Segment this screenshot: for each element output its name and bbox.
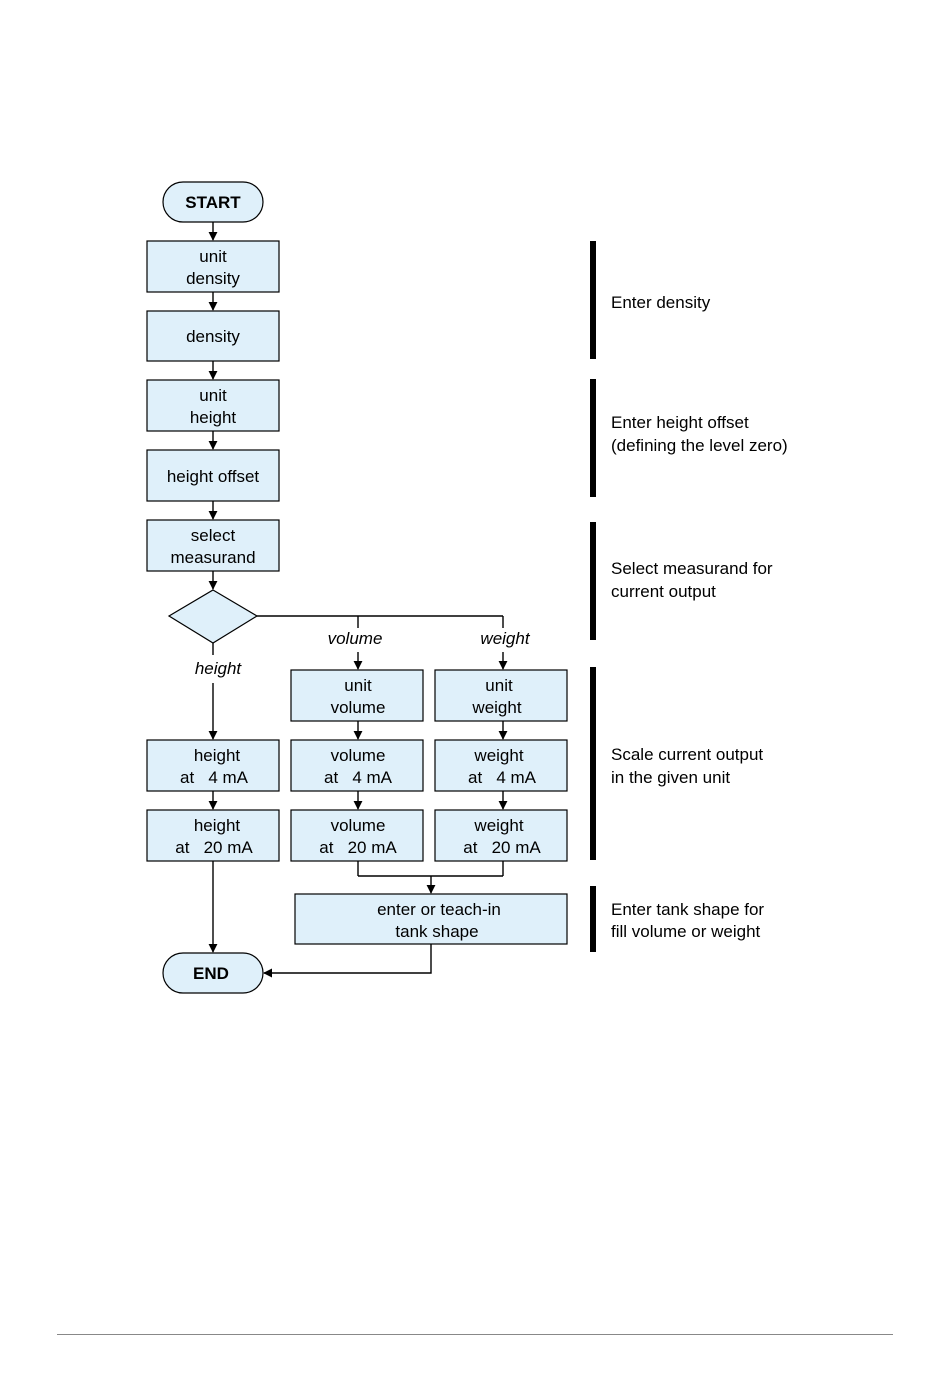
step-weight-20ma: weight at 20 mA [434,809,568,862]
annotation-measurand-line2: current output [611,582,716,601]
step-volume-20ma-line2: at 20 mA [319,838,397,857]
annotation-scale-output-line2: in the given unit [611,768,730,787]
annotation-bar-density [590,241,596,359]
measurand-decision [167,589,259,644]
step-volume-4ma-line1: volume [331,746,386,765]
step-unit-volume-line2: volume [331,698,386,717]
step-unit-density-line2: density [186,269,240,288]
end-terminator: END [162,952,264,994]
step-weight-4ma: weight at 4 mA [434,739,568,792]
step-unit-weight-line1: unit [485,676,513,695]
step-weight-4ma-line2: at 4 mA [468,768,537,787]
step-unit-height: unit height [146,379,280,432]
step-tank-shape: enter or teach-in tank shape [294,893,568,945]
step-unit-weight: unit weight [434,669,568,722]
step-unit-volume: unit volume [290,669,424,722]
step-height-4ma-line2: at 4 mA [180,768,249,787]
annotation-tank-shape-line2: fill volume or weight [611,922,761,941]
step-height-20ma-line2: at 20 mA [175,838,253,857]
step-select-measurand-line2: measurand [170,548,255,567]
step-volume-4ma-line2: at 4 mA [324,768,393,787]
start-label: START [185,193,241,212]
annotation-height-offset-line1: Enter height offset [611,413,749,432]
step-unit-volume-line1: unit [344,676,372,695]
annotation-bar-tank-shape [590,886,596,952]
step-weight-20ma-line2: at 20 mA [463,838,541,857]
step-unit-density-line1: unit [199,247,227,266]
annotation-height-offset-line2: (defining the level zero) [611,436,788,455]
step-height-offset: height offset [146,449,280,502]
step-select-measurand: select measurand [146,519,280,572]
step-height-4ma: height at 4 mA [146,739,280,792]
annotation-tank-shape-line1: Enter tank shape for [611,900,764,919]
step-height-offset-line1: height offset [167,467,260,486]
annotation-scale-output-line1: Scale current output [611,745,763,764]
branch-label-weight: weight [480,629,530,648]
step-volume-20ma-line1: volume [331,816,386,835]
annotation-bar-height-offset [590,379,596,497]
annotation-measurand-line1: Select measurand for [611,559,773,578]
step-unit-height-line1: unit [199,386,227,405]
step-tank-shape-line2: tank shape [395,922,478,941]
step-select-measurand-line1: select [191,526,236,545]
step-volume-20ma: volume at 20 mA [290,809,424,862]
branch-label-height: height [195,659,243,678]
branch-label-volume: volume [328,629,383,648]
step-unit-height-line2: height [190,408,237,427]
start-terminator: START [162,181,264,223]
step-weight-20ma-line1: weight [473,816,523,835]
step-weight-4ma-line1: weight [473,746,523,765]
end-label: END [193,964,229,983]
step-density-line1: density [186,327,240,346]
step-density: density [146,310,280,362]
footer-rule [57,1334,893,1335]
step-unit-density: unit density [146,240,280,293]
annotation-bar-measurand [590,522,596,640]
annotation-enter-density-line1: Enter density [611,293,711,312]
step-height-20ma: height at 20 mA [146,809,280,862]
step-unit-weight-line2: weight [471,698,521,717]
annotation-bar-scale-output [590,667,596,860]
step-volume-4ma: volume at 4 mA [290,739,424,792]
step-tank-shape-line1: enter or teach-in [377,900,501,919]
step-height-20ma-line1: height [194,816,241,835]
step-height-4ma-line1: height [194,746,241,765]
